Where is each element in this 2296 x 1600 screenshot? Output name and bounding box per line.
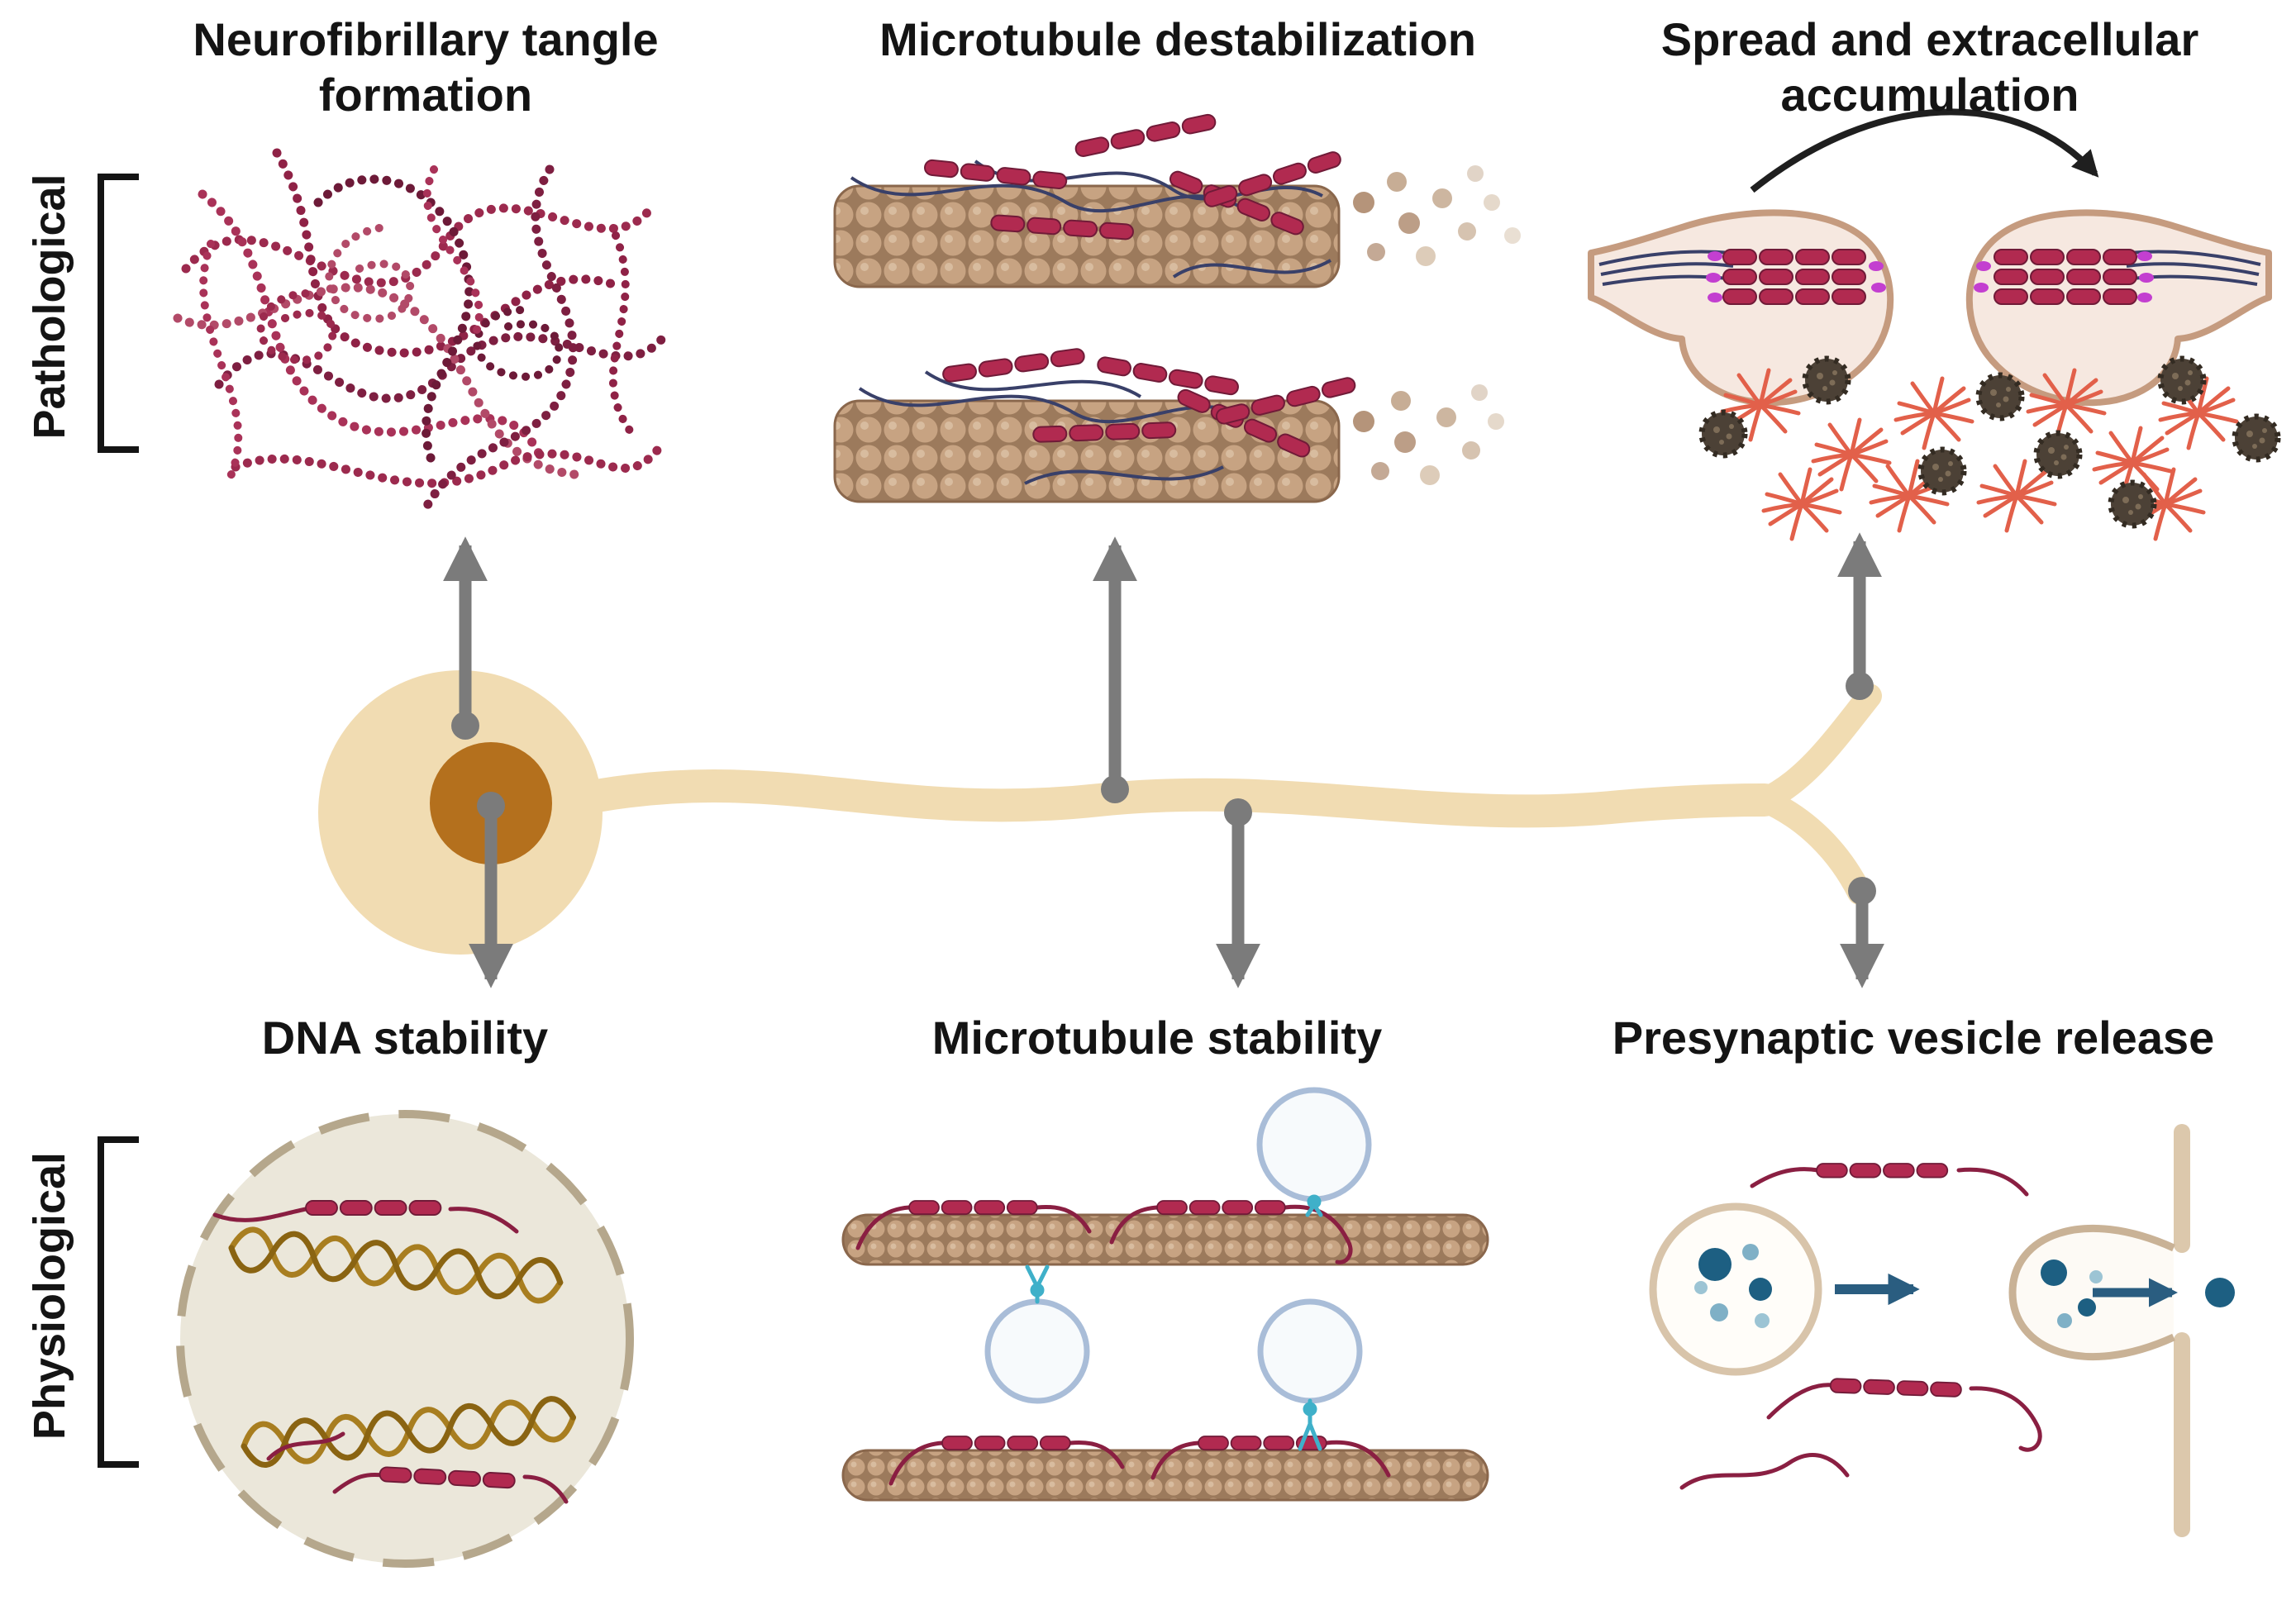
axon-branch-upper (1752, 683, 1882, 812)
neuron-illustration (318, 670, 1882, 955)
synaptic-vesicle (1649, 1202, 1822, 1376)
tubulin-dimers-dispersing (1353, 165, 1521, 266)
panel-title-neurofibrillary-tangle: Neurofibrillary tangle formation (107, 12, 744, 122)
fusing-vesicle-dots (2041, 1260, 2103, 1328)
nuclear-tau (212, 1207, 569, 1504)
transport-vesicles (984, 1087, 1372, 1404)
panel-dna-stability (176, 1110, 634, 1568)
arrow-up-to-nft (443, 536, 488, 740)
panel-microtubule-destabilization (833, 112, 1521, 503)
title-line-1: Microtubule destabilization (879, 13, 1476, 65)
axon-branch-lower (1752, 788, 1872, 905)
side-label-physiological: Physiological (25, 1151, 74, 1440)
panel-title-presynaptic-release: Presynaptic vesicle release (1595, 1010, 2232, 1065)
title-line-1: Microtubule stability (931, 1012, 1383, 1064)
panel-title-microtubule-stability: Microtubule stability (860, 1010, 1455, 1065)
title-line-1: DNA stability (261, 1012, 549, 1064)
panel-title-dna-stability: DNA stability (107, 1010, 703, 1065)
microtubule-destab-lower (833, 347, 1504, 503)
spread-arrow (1750, 108, 2099, 193)
connector-arrows (443, 532, 1884, 988)
arrow-up-to-spread (1837, 532, 1882, 700)
panel-spread-accumulation (1591, 108, 2278, 539)
arrow-down-to-presynaptic (1840, 877, 1884, 988)
side-label-pathological: Pathological (25, 174, 74, 440)
panel-title-spread-accumulation: Spread and extracellular accumulation (1612, 12, 2248, 122)
title-line-1: Presynaptic vesicle release (1612, 1012, 2215, 1064)
presynaptic-tau-tails (1679, 1167, 2042, 1490)
released-neurotransmitter (2205, 1278, 2235, 1307)
presynaptic-bouton-right (1970, 212, 2269, 402)
title-line-1: Neurofibrillary tangle (193, 13, 659, 65)
title-line-2: accumulation (1780, 69, 2079, 121)
microtubule-destab-upper (833, 112, 1521, 288)
arrow-up-to-destabilization (1093, 536, 1137, 803)
panel-neurofibrillary-tangle (173, 148, 670, 513)
axon (585, 769, 1781, 828)
arrow-down-to-stability (1216, 798, 1260, 988)
motor-proteins (1025, 1194, 1323, 1451)
title-line-2: formation (318, 69, 533, 121)
microtubule-stable-upper (841, 1213, 1489, 1266)
microtubule-stable-lower (841, 1449, 1489, 1502)
panel-microtubule-stability (841, 1087, 1489, 1502)
panel-presynaptic-release (1649, 1124, 2235, 1537)
physiological-bracket (98, 1136, 139, 1468)
bound-tau-tails (855, 1204, 1391, 1486)
neurotransmitter-dots (1694, 1244, 1772, 1328)
pathological-bracket (98, 174, 139, 453)
panel-title-microtubule-destabilization: Microtubule destabilization (860, 12, 1496, 67)
tubulin-dimers-dispersing (1353, 384, 1504, 485)
title-line-1: Spread and extracellular (1660, 13, 2199, 65)
arrow-down-to-dna (469, 792, 513, 988)
